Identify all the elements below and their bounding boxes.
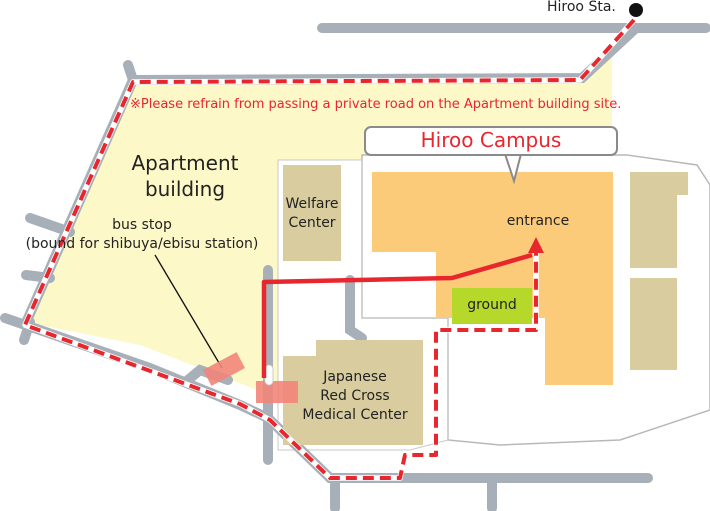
welfare-label-line2: Center [288,215,336,231]
road-left-stub-1 [25,213,75,237]
building-right-lower [630,278,677,370]
bus-stop-pointer [154,254,223,369]
road-left-stub-top [123,60,138,85]
entrance-label: entrance [506,213,570,229]
bus-stop-label-line2: (bound for shibuya/ebisu station) [25,236,259,252]
station-label: Hiroo Sta. [547,0,616,15]
apartment-label-line1: Apartment [131,151,239,175]
hospital-label-line3: Medical Center [302,407,408,423]
bus-stop-marker [202,352,246,386]
hospital-label: Japanese Red Cross Medical Center [290,368,420,425]
ground-area [452,288,532,324]
station-marker [629,3,643,17]
welfare-label: Welfare Center [276,195,348,233]
road-cross-short [345,275,367,343]
bus-stop-label: bus stop (bound for shibuya/ebisu statio… [2,216,282,254]
bus-stop-crossing-marker [256,381,298,403]
building-right-upper [630,172,688,268]
entrance-arrow [528,237,544,253]
hospital-label-line2: Red Cross [320,388,390,404]
apartment-label-line2: building [144,177,226,201]
hospital-building [283,340,423,445]
solid-route [261,252,533,378]
welfare-label-line1: Welfare [285,196,339,212]
ground-label: ground [467,297,517,313]
campus-label: Hiroo Campus [420,128,562,152]
campus-main-building [372,172,613,385]
campus-callout [364,126,618,156]
private-road-note: ※Please refrain from passing a private r… [130,97,622,112]
welfare-center-building [283,165,341,261]
hospital-label-line1: Japanese [323,369,387,385]
apartment-label: Apartment building [115,150,255,202]
dashed-route-line [23,18,636,480]
bus-stop-label-line1: bus stop [112,217,172,233]
